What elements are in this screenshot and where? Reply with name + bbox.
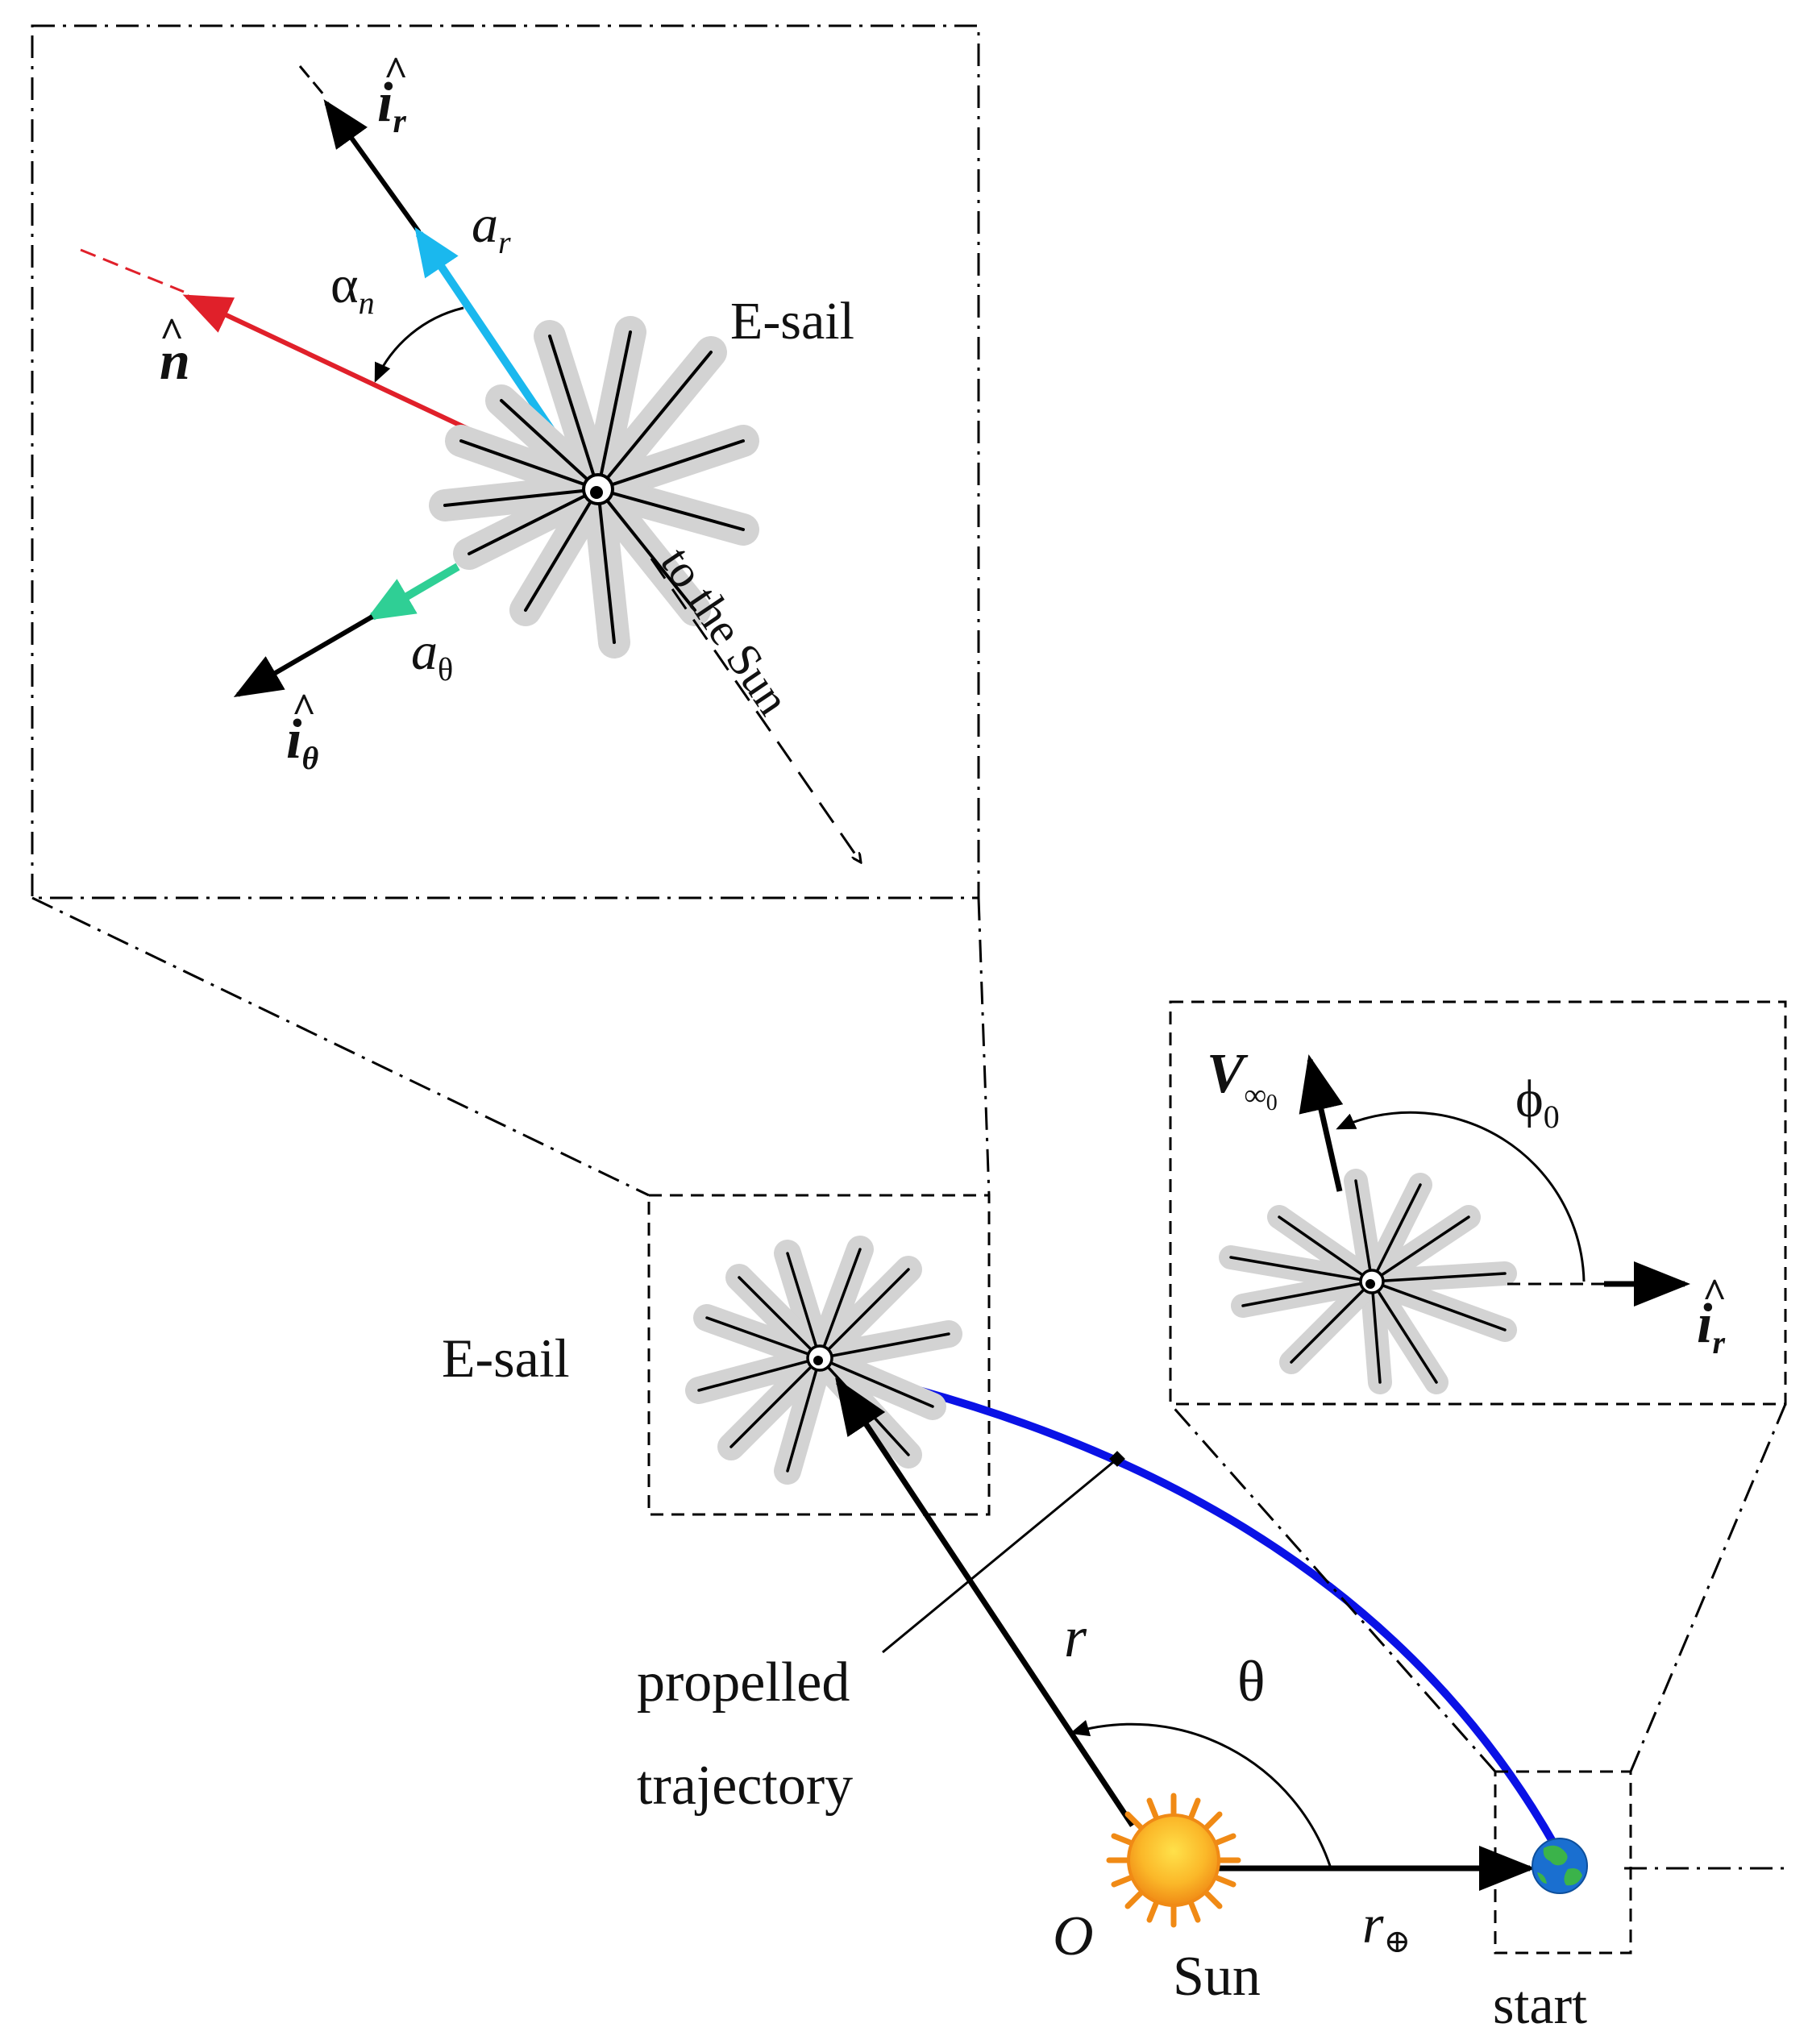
radial-axis-extension [298, 65, 326, 96]
hyperbolic-excess-velocity-arrow [1299, 1054, 1344, 1192]
ir-top-hat: ^ [384, 49, 408, 95]
phi-label: ϕ0 [1515, 1070, 1560, 1135]
ir-right-hat: ^ [1702, 1271, 1727, 1317]
r-earth-label: r⊕ [1362, 1893, 1411, 1959]
phi-angle-arc [1336, 1111, 1586, 1282]
earth-icon [1532, 1838, 1588, 1894]
sun-label: Sun [1173, 1946, 1261, 2008]
n-hat-caret: ^ [160, 310, 184, 356]
start-zoom-box [1494, 1770, 1632, 1955]
position-vector-r [835, 1377, 1135, 1827]
i-theta-label: iθ [286, 708, 318, 776]
a-theta-label: aθ [411, 622, 453, 688]
sun-icon [1106, 1793, 1241, 1928]
n-hat-label: n [160, 330, 190, 391]
e-sail-icon [685, 1236, 962, 1485]
inset-zoom-top: to the Sun E-sail ir ^ ar αn n ^ aθ iθ ^ [31, 24, 980, 899]
e-sail-icon [1219, 1169, 1517, 1394]
radial-unit-vector-arrow [323, 99, 422, 234]
propelled-trajectory-curve [917, 1386, 1561, 1852]
theta-label: θ [1237, 1649, 1266, 1714]
v-infinity-label: V∞0 [1207, 1043, 1278, 1115]
transverse-unit-vector-arrow [233, 614, 374, 698]
trajectory-leader-line [882, 1457, 1118, 1654]
inset-zoom-right: V∞0 ϕ0 ir ^ [1169, 1000, 1787, 1406]
theta-angle-arc [1070, 1719, 1332, 1867]
alpha-n-label: αn [330, 256, 375, 321]
transverse-acceleration-arrow [365, 563, 460, 621]
sail-zoom-box [647, 1194, 991, 1516]
inset-top-connector-left [31, 896, 650, 1197]
cone-angle-arc [374, 306, 464, 383]
inset-frame-top [31, 24, 980, 899]
propelled-label-line2: trajectory [637, 1755, 853, 1817]
i-theta-hat: ^ [292, 686, 316, 732]
propelled-label-line1: propelled [637, 1651, 850, 1714]
ir-top-label: ir [377, 72, 406, 140]
sun-direction-line [650, 558, 861, 862]
e-sail-icon [429, 316, 759, 658]
ar-label: ar [472, 195, 511, 260]
inset-right-connector-left [1169, 1403, 1497, 1772]
sail-tethers-group [443, 330, 745, 644]
origin-label: O [1053, 1905, 1094, 1967]
e-sail-inset-label: E-sail [730, 292, 854, 351]
inset-right-connector-right [1629, 1403, 1787, 1772]
to-the-sun-label: to the Sun [650, 538, 800, 724]
inset-top-connector-right [977, 897, 991, 1196]
ir-right-label: ir [1697, 1293, 1725, 1361]
normal-axis-extension [80, 248, 185, 293]
e-sail-main-label: E-sail [442, 1327, 570, 1389]
start-label: start [1493, 1974, 1587, 2035]
normal-vector-arrow [182, 294, 505, 448]
inset-frame-right [1169, 1000, 1787, 1406]
r-label: r [1064, 1605, 1087, 1669]
